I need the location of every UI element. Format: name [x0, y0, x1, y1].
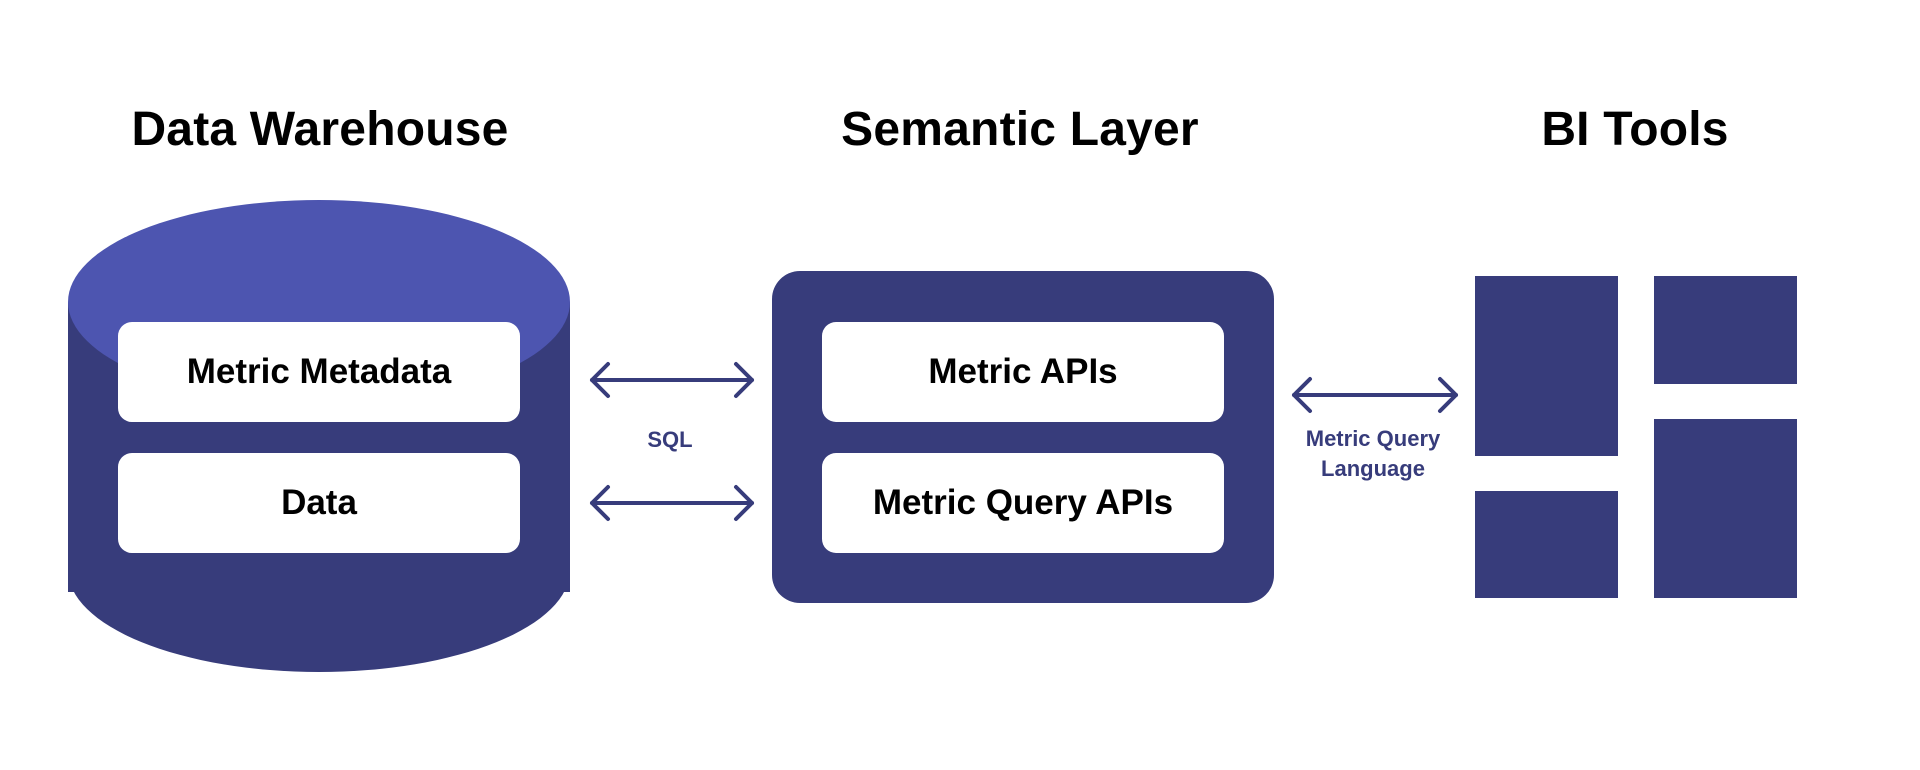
semantic-layer-title: Semantic Layer	[841, 103, 1199, 156]
bi-tool-block	[1475, 276, 1618, 456]
double-arrow-metric-metadata	[590, 362, 754, 398]
metric-query-language-label-line2: Language	[1321, 456, 1425, 481]
sql-label: SQL	[647, 427, 693, 452]
double-arrow-data	[590, 485, 754, 521]
bi-tools-title: BI Tools	[1541, 103, 1729, 156]
metric-query-apis-box: Metric Query APIs	[822, 453, 1224, 553]
double-arrow-metric-query	[1292, 377, 1458, 413]
bi-tool-block	[1654, 276, 1797, 384]
bi-tool-block	[1654, 419, 1797, 598]
bi-tool-block	[1475, 491, 1618, 598]
metric-query-language-label-line1: Metric Query	[1305, 426, 1441, 451]
metric-metadata-box: Metric Metadata	[118, 322, 520, 422]
metric-apis-box: Metric APIs	[822, 322, 1224, 422]
data-box: Data	[118, 453, 520, 553]
data-warehouse-title: Data Warehouse	[131, 103, 509, 156]
